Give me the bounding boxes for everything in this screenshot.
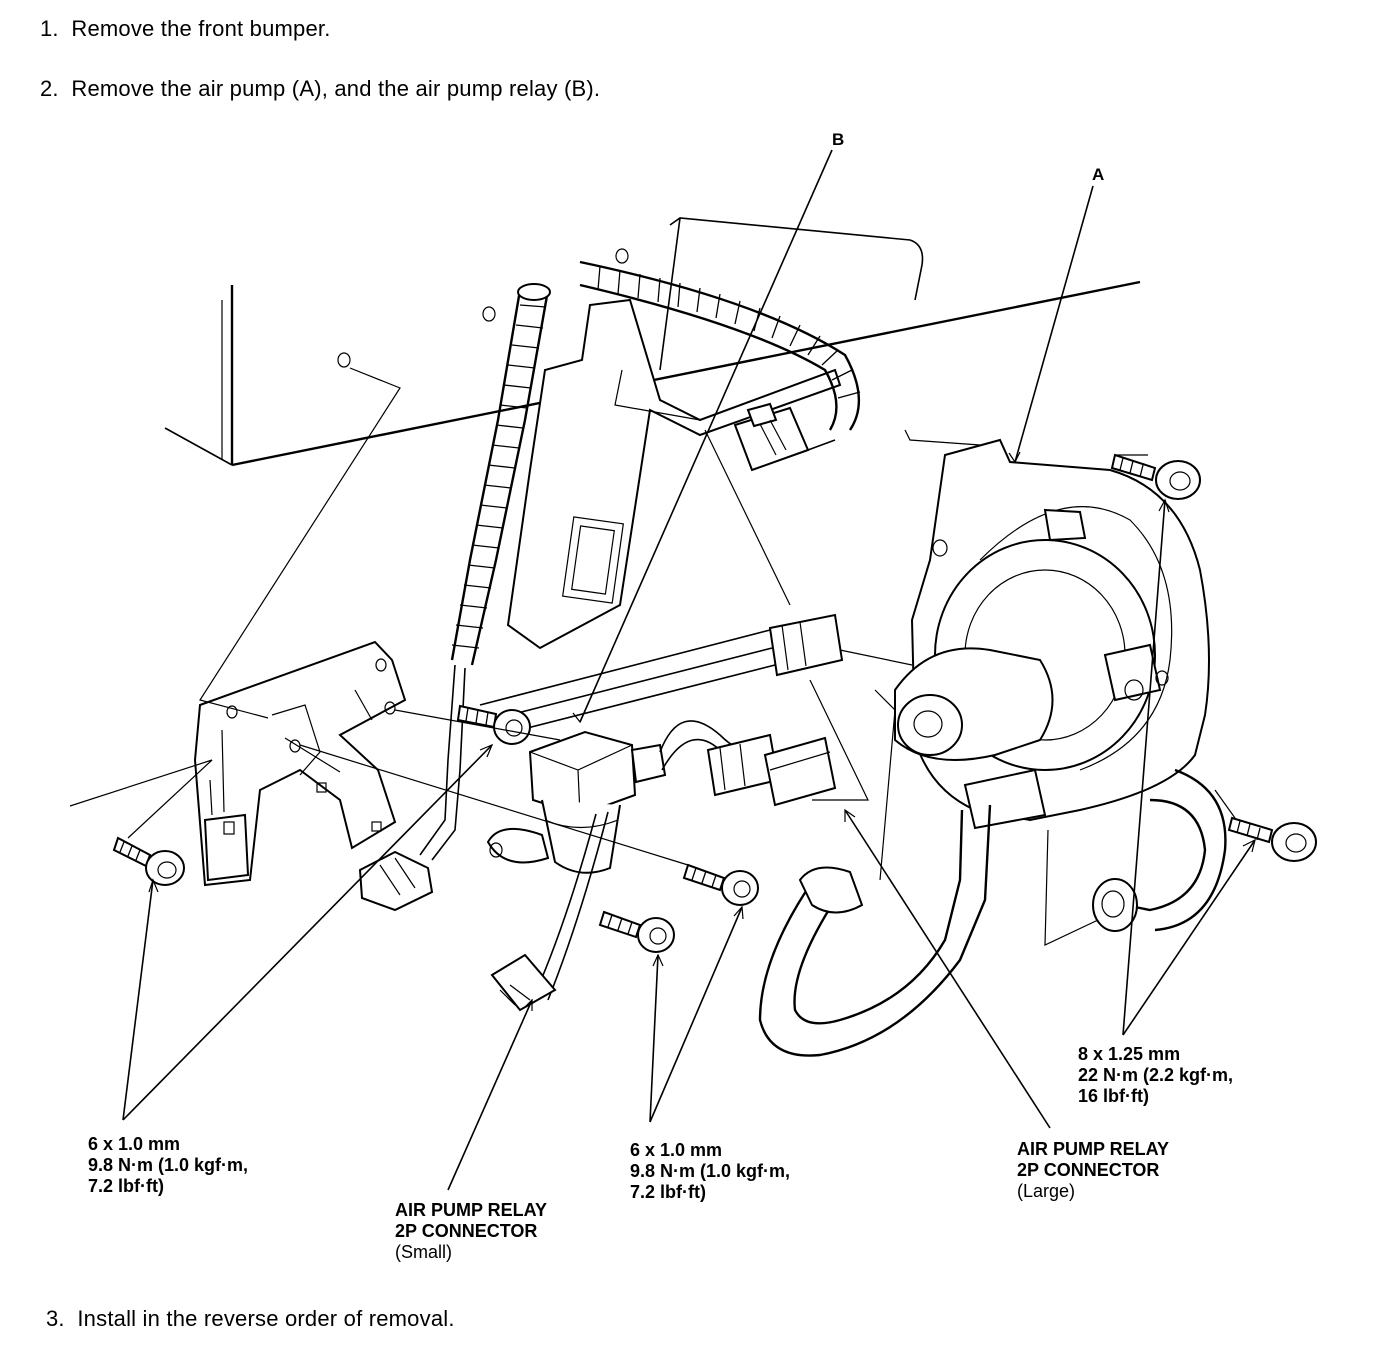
air-pump [894, 438, 1210, 830]
callout-bolt-right-torque-lbf: 16 lbf·ft) [1078, 1086, 1149, 1106]
step-2-text: Remove the air pump (A), and the air pum… [71, 76, 601, 101]
callout-bolt-right: 8 x 1.25 mm 22 N·m (2.2 kgf·m, 16 lbf·ft… [1078, 1044, 1233, 1106]
step-3-number: 3. [46, 1306, 65, 1331]
step-1: 1. Remove the front bumper. [40, 16, 331, 42]
callout-bolt-right-torque: 22 N·m (2.2 kgf·m, [1078, 1065, 1233, 1085]
bolt-bracket-left [112, 836, 185, 886]
shroud-panel [506, 298, 842, 650]
relay-small-connector [358, 811, 609, 1012]
callout-connector-large-line2: 2P CONNECTOR [1017, 1160, 1159, 1180]
callout-connector-small-size: (Small) [395, 1242, 452, 1262]
bolt-relay-lower [598, 910, 675, 953]
callout-connector-small-line1: AIR PUMP RELAY [395, 1200, 547, 1220]
step-3-text: Install in the reverse order of removal. [77, 1306, 455, 1331]
bolts [112, 453, 1317, 953]
bracket-left [193, 640, 407, 887]
leader-lines [122, 149, 1256, 1191]
step-2-number: 2. [40, 76, 59, 101]
label-b: B [832, 130, 844, 149]
callout-connector-small: AIR PUMP RELAY 2P CONNECTOR (Small) [395, 1200, 547, 1262]
wire-harness-left [419, 283, 551, 861]
callout-connector-large: AIR PUMP RELAY 2P CONNECTOR (Large) [1017, 1139, 1169, 1201]
bolt-relay-upper [682, 863, 759, 906]
callout-bolt-left: 6 x 1.0 mm 9.8 N·m (1.0 kgf·m, 7.2 lbf·f… [88, 1134, 248, 1196]
callout-connector-small-line2: 2P CONNECTOR [395, 1221, 537, 1241]
air-hoses [758, 768, 1227, 1057]
relay-large-connector [706, 733, 837, 807]
pump-harness-connector [479, 613, 844, 736]
step-1-text: Remove the front bumper. [71, 16, 331, 41]
callout-bolt-left-torque-lbf: 7.2 lbf·ft) [88, 1176, 164, 1196]
guide-lines [69, 367, 1236, 946]
callout-bolt-center: 6 x 1.0 mm 9.8 N·m (1.0 kgf·m, 7.2 lbf·f… [630, 1140, 790, 1202]
bolt-harness [456, 704, 531, 745]
upper-connector [733, 402, 836, 472]
step-3: 3. Install in the reverse order of remov… [46, 1306, 455, 1332]
step-2: 2. Remove the air pump (A), and the air … [40, 76, 600, 102]
label-a: A [1092, 165, 1104, 184]
bolt-pump-upper [1110, 453, 1201, 500]
callout-bolt-center-torque-lbf: 7.2 lbf·ft) [630, 1182, 706, 1202]
callout-bolt-center-torque: 9.8 N·m (1.0 kgf·m, [630, 1161, 790, 1181]
callout-connector-large-size: (Large) [1017, 1181, 1075, 1201]
callout-connector-large-line1: AIR PUMP RELAY [1017, 1139, 1169, 1159]
callout-bolt-center-size: 6 x 1.0 mm [630, 1140, 722, 1160]
bolt-pump-lower [1227, 816, 1317, 862]
frame-holes [337, 248, 629, 368]
callout-bolt-left-torque: 9.8 N·m (1.0 kgf·m, [88, 1155, 248, 1175]
air-pump-relay [486, 720, 791, 874]
vehicle-frame [164, 217, 1141, 467]
step-1-number: 1. [40, 16, 59, 41]
callout-bolt-left-size: 6 x 1.0 mm [88, 1134, 180, 1154]
callout-bolt-right-size: 8 x 1.25 mm [1078, 1044, 1180, 1064]
